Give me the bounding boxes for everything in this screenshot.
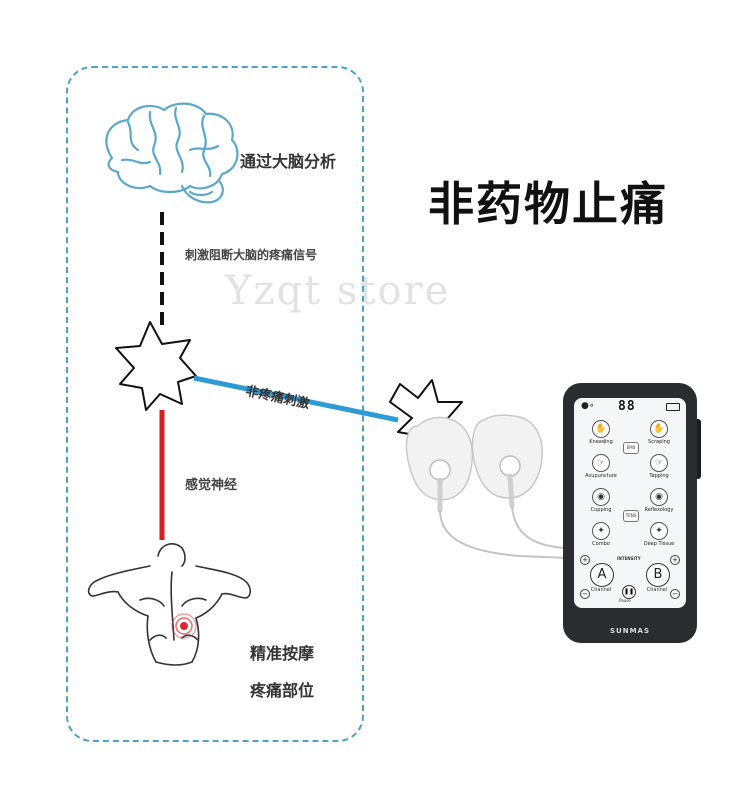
mode-label: Reflexology (644, 507, 674, 513)
channel-b-button[interactable]: B (646, 563, 670, 587)
electrode-pad-right (471, 414, 543, 509)
mode-reflexology-button[interactable]: ◉ Reflexology (634, 488, 684, 513)
pain-target-icon (171, 613, 197, 639)
mode-acupuncture-button[interactable]: ☞ Acupuncture (576, 454, 626, 479)
scraping-icon: ✋ (650, 420, 668, 438)
wire-left (439, 509, 569, 559)
device-screen: ●∘ 88 ✋ Kneading ✋ Scraping ☞ Acupunctur… (574, 398, 686, 608)
label-brain-analysis: 通过大脑分析 (240, 152, 337, 171)
mode-scraping-button[interactable]: ✋ Scraping (634, 420, 684, 445)
mode-cupping-button[interactable]: ◉ Cupping (576, 488, 626, 513)
wireless-icon: ●∘ (581, 401, 595, 411)
channel-b-plus-button[interactable]: + (670, 555, 680, 565)
mode-label: Tapping (649, 473, 669, 479)
lcd-status-bar: ●∘ 88 (574, 398, 686, 416)
intensity-label: INTENSITY (617, 556, 641, 561)
channel-b-label: Channel (646, 587, 668, 593)
channel-b-minus-button[interactable]: − (670, 589, 680, 599)
channel-a-plus-button[interactable]: + (580, 555, 590, 565)
brand-logo: SUNMAS (609, 627, 650, 635)
back-pain-figure (87, 543, 252, 666)
label-block-pain-signal: 刺激阻断大脑的疼痛信号 (185, 248, 318, 262)
stimulus-line (193, 375, 399, 423)
pause-label: Pause (619, 598, 631, 603)
label-precise-massage: 精准按摩 (250, 644, 315, 663)
mode-label: Cupping (590, 507, 612, 513)
channel-a-label: Channel (590, 587, 612, 593)
wire-right (511, 505, 567, 549)
label-sensory-nerve: 感觉神经 (185, 478, 238, 493)
watermark: Yzqt store (225, 268, 451, 314)
device-side-button[interactable] (697, 419, 701, 479)
mode-label: Combo (592, 541, 610, 547)
cupping-icon: ◉ (592, 488, 610, 506)
acupuncture-icon: ☞ (592, 454, 610, 472)
mode-kneading-button[interactable]: ✋ Kneading (576, 420, 626, 445)
mode-label: Deep Tissue (643, 541, 675, 547)
tens-button[interactable]: TENS (623, 510, 639, 522)
neuron-burst-icon (115, 321, 197, 411)
tens-device: ●∘ 88 ✋ Kneading ✋ Scraping ☞ Acupunctur… (563, 383, 701, 643)
mode-label: Scraping (648, 439, 670, 445)
deep-tissue-icon: ✦ (650, 522, 668, 540)
combo-icon: ✦ (592, 522, 610, 540)
mode-label: Kneading (589, 439, 613, 445)
kneading-icon: ✋ (592, 420, 610, 438)
channel-a-button[interactable]: A (590, 563, 614, 587)
mode-tapping-button[interactable]: ☞ Tapping (634, 454, 684, 479)
label-pain-site: 疼痛部位 (250, 681, 315, 700)
battery-icon (666, 403, 680, 411)
reflexology-icon: ◉ (650, 488, 668, 506)
pause-button[interactable]: ❚❚ (622, 585, 636, 599)
lcd-digits: 88 (618, 399, 636, 414)
electrode-pad-left (405, 416, 474, 513)
ems-button[interactable]: EMS (623, 442, 639, 454)
headline: 非药物止痛 (428, 177, 668, 231)
tapping-icon: ☞ (650, 454, 668, 472)
channel-a-minus-button[interactable]: − (580, 589, 590, 599)
mode-label: Acupuncture (585, 473, 617, 479)
brain-icon (105, 102, 239, 204)
diagram-panel (66, 66, 364, 742)
mode-combo-button[interactable]: ✦ Combo (576, 522, 626, 547)
mode-deep-tissue-button[interactable]: ✦ Deep Tissue (634, 522, 684, 547)
